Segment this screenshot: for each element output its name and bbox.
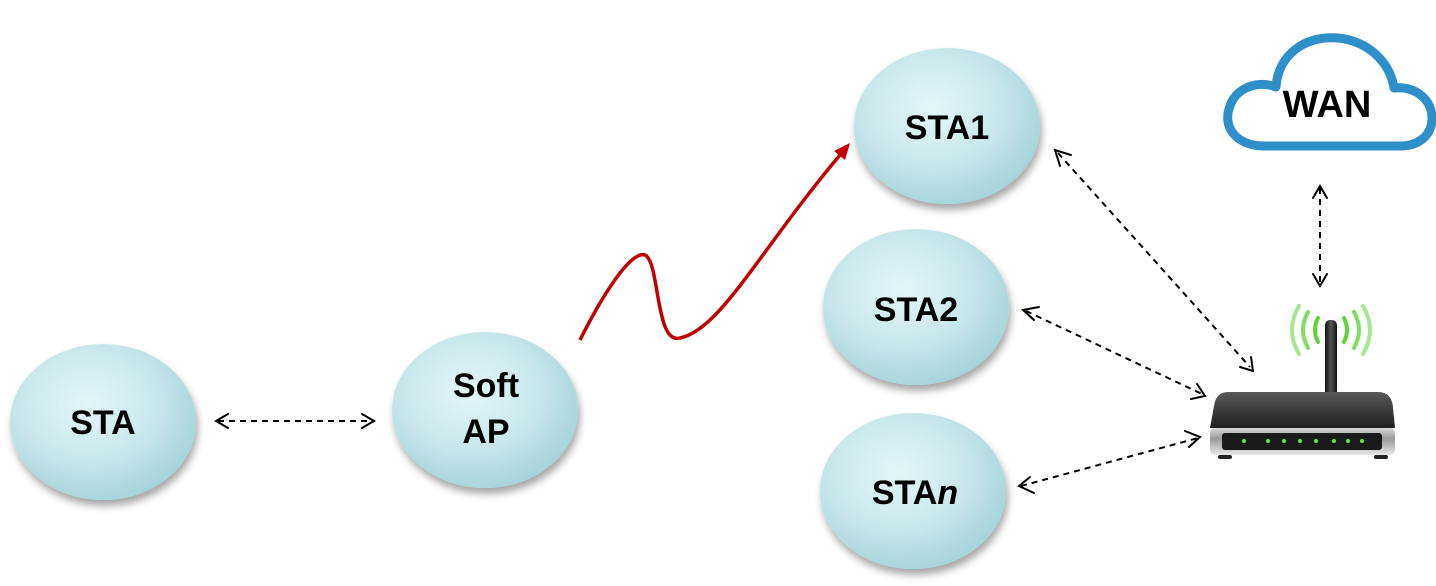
node-sta: STA — [10, 344, 196, 500]
node-stan: STAn — [820, 413, 1006, 569]
wan-cloud: WAN — [1223, 33, 1436, 151]
wireless-link-arrowhead — [834, 143, 850, 160]
node-sta1-label: STA1 — [905, 109, 989, 147]
router-body — [1210, 392, 1395, 428]
wireless-link — [578, 143, 850, 341]
node-sta2-label: STA2 — [874, 291, 958, 329]
cloud-icon — [1223, 33, 1436, 151]
router-antenna — [1325, 320, 1337, 396]
router-status-leds — [1242, 439, 1364, 443]
node-soft-ap: Soft AP — [392, 332, 578, 488]
wireless-link-wave — [578, 153, 842, 341]
node-stan-label: STAn — [872, 474, 958, 512]
node-soft-ap-label-line1: Soft — [453, 367, 519, 405]
wan-label: WAN — [1283, 84, 1372, 126]
node-soft-ap-label-line2: AP — [462, 413, 509, 451]
link-sta-softap — [214, 413, 376, 429]
node-soft-ap-bubble — [392, 332, 578, 488]
node-stan-label-prefix: STA — [872, 474, 937, 512]
node-sta2-bubble — [823, 229, 1009, 385]
node-sta2: STA2 — [823, 229, 1009, 385]
wifi-signal-icon — [1290, 304, 1372, 356]
link-router-wan — [1312, 184, 1328, 288]
node-stan-label-italic: n — [937, 474, 958, 512]
node-sta1-bubble — [854, 48, 1040, 204]
link-sta2-router — [1020, 306, 1207, 400]
link-sta1-router — [1053, 148, 1255, 373]
node-sta-label: STA — [70, 404, 135, 442]
node-stan-bubble — [820, 413, 1006, 569]
wifi-router-icon — [1210, 304, 1395, 459]
node-sta-bubble — [10, 344, 196, 500]
link-stan-router — [1017, 430, 1202, 494]
node-sta1: STA1 — [854, 48, 1040, 204]
